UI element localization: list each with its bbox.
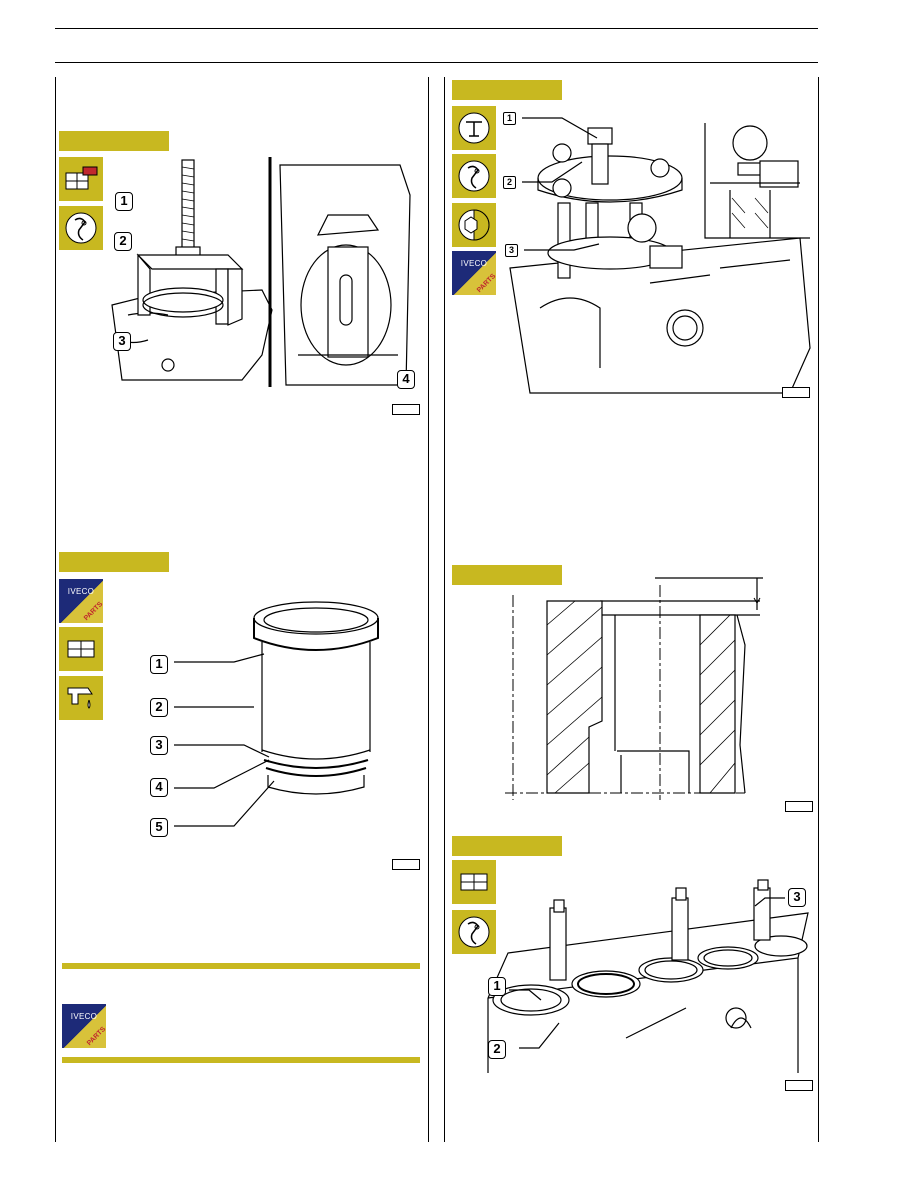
callout-1: 1 [150, 655, 168, 674]
column-border-right [818, 77, 819, 1142]
header-rule-top [55, 28, 818, 29]
cylinder-liner-drawing [253, 601, 379, 795]
note-bar-top [62, 963, 420, 969]
iveco-parts-text: PARTS [85, 1025, 106, 1048]
callout-1: 1 [488, 977, 506, 996]
figure-tab-section [452, 565, 562, 585]
iveco-brand-text: IVECO [460, 259, 488, 268]
figure-number-box [785, 1080, 813, 1091]
column-border-left [55, 77, 56, 1142]
head-gasket-drawing [487, 879, 809, 1073]
iveco-brand-text: IVECO [67, 587, 95, 596]
figure-number-box [785, 801, 813, 812]
assembly-icon [452, 860, 496, 904]
iveco-brand-text: IVECO [70, 1012, 98, 1021]
figure-tab-top-left [59, 131, 169, 151]
tighten-torque-icon [452, 203, 496, 247]
callout-2: 2 [114, 232, 132, 251]
iveco-parts-text: PARTS [82, 600, 103, 623]
note-bar-bottom [62, 1057, 420, 1063]
iveco-parts-logo: IVECO PARTS [452, 251, 496, 295]
iveco-parts-logo: IVECO PARTS [59, 579, 103, 623]
callout-3: 3 [113, 332, 131, 351]
callout-4: 4 [397, 370, 415, 389]
special-tool-icon [452, 910, 496, 954]
callout-3: 3 [505, 244, 518, 257]
callout-3: 3 [788, 888, 806, 907]
callout-3: 3 [150, 736, 168, 755]
callout-5: 5 [150, 818, 168, 837]
callout-2: 2 [488, 1040, 506, 1059]
column-divider [428, 77, 429, 1142]
figure-tab-top-right [452, 80, 562, 100]
header-rule-bottom [55, 62, 818, 63]
callout-2: 2 [503, 176, 516, 189]
gauge-leader-lines [522, 117, 600, 251]
liner-leader-lines [174, 653, 275, 827]
liner-extractor-drawing [111, 157, 411, 387]
assembly-icon [59, 627, 103, 671]
iveco-parts-text: PARTS [475, 272, 496, 295]
disassembly-icon [59, 157, 103, 201]
column-divider-right [444, 77, 445, 1142]
figure-number-box [782, 387, 810, 398]
callout-2: 2 [150, 698, 168, 717]
lubricate-icon [59, 676, 103, 720]
callout-1: 1 [503, 112, 516, 125]
figure-tab-bottom-right [452, 836, 562, 856]
callout-4: 4 [150, 778, 168, 797]
liner-section-drawing [505, 577, 763, 800]
callout-1: 1 [115, 192, 133, 211]
measure-icon [452, 106, 496, 150]
figure-number-box [392, 404, 420, 415]
figure-tab-mid-left [59, 552, 169, 572]
special-tool-icon [59, 206, 103, 250]
figure-number-box [392, 859, 420, 870]
iveco-parts-logo: IVECO PARTS [62, 1004, 106, 1048]
gasket-leader-lines [509, 897, 785, 1049]
special-tool-icon [452, 154, 496, 198]
